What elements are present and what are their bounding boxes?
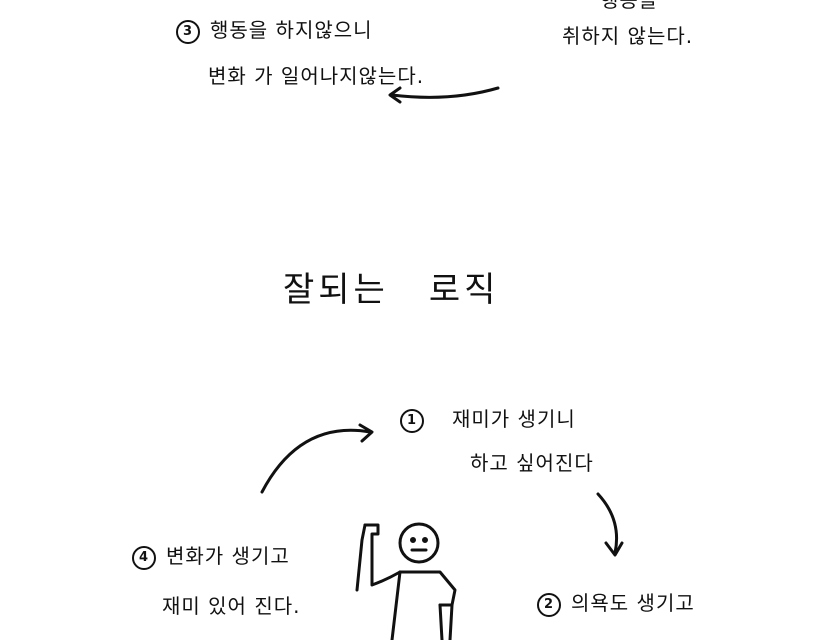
- step2-number: 2: [537, 592, 561, 617]
- step1-line2: 하고 싶어진다: [470, 451, 594, 475]
- step3-line2: 변화 가 일어나지않는다.: [208, 64, 425, 88]
- person-figure: [355, 522, 457, 640]
- title-word2: 로직: [428, 270, 500, 310]
- arrow-step1-to-step2: [596, 492, 624, 557]
- step4-number: 4: [132, 545, 156, 570]
- arrow-step4-to-step1: [260, 423, 374, 494]
- step3-text: 행동을 하지않으니: [210, 18, 373, 42]
- step3-line1: 3 행동을 하지않으니: [176, 14, 373, 44]
- step2-line1: 2 의욕도 생기고: [537, 587, 695, 617]
- title-word1: 잘되는: [283, 270, 389, 310]
- top-right-text: 취하지 않는다.: [562, 24, 694, 48]
- top-right-partial-text: 행동을: [600, 0, 659, 12]
- step2-text: 의욕도 생기고: [571, 591, 695, 615]
- step1-text: 재미가 생기니: [452, 407, 576, 431]
- arrow-top-to-step3: [388, 86, 500, 104]
- step3-number: 3: [176, 19, 200, 44]
- step1-number: 1: [400, 408, 424, 433]
- step1-line1: 1 재미가 생기니: [400, 403, 576, 433]
- step4-line2: 재미 있어 진다.: [162, 594, 301, 618]
- step4-text: 변화가 생기고: [166, 544, 290, 568]
- step4-line1: 4 변화가 생기고: [132, 540, 290, 570]
- section-title: 잘되는 로직: [283, 262, 539, 311]
